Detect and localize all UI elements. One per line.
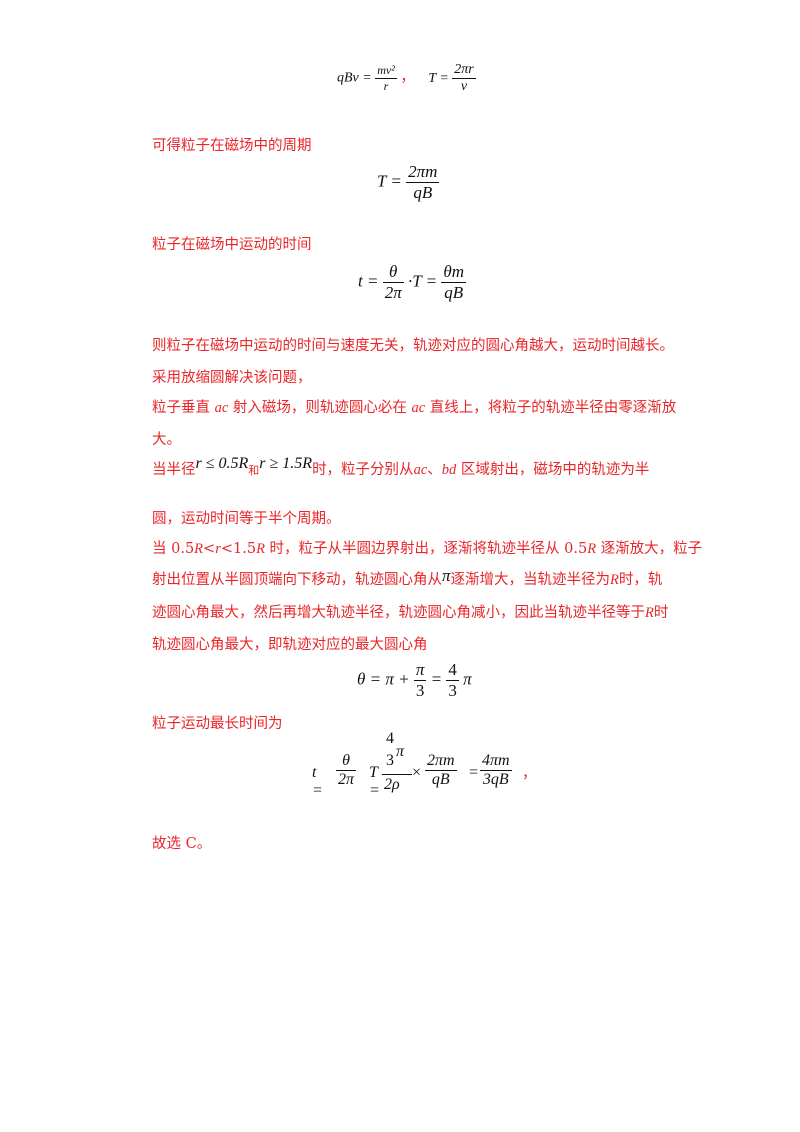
eq4-mid: = [430, 669, 443, 689]
p7-R1: R [194, 541, 204, 557]
eq5-three: 3 [386, 752, 394, 769]
p7-r: r [215, 541, 221, 557]
p6-sep: 、 [427, 462, 442, 478]
eq2-frac: 2πm qB [406, 162, 440, 203]
eq2-num: 2πm [406, 162, 440, 183]
text-period-intro: 可得粒子在磁场中的周期 [152, 138, 312, 154]
eq1-comma: ， [400, 69, 415, 86]
p9-R: R [645, 605, 654, 621]
p7-i: 逐渐放大，粒子 [596, 541, 703, 557]
p6-and: 和 [248, 464, 260, 477]
eq4-frac2: 4 3 [446, 660, 459, 701]
p5-c: 射入磁场，则轨迹圆心必在 [228, 400, 412, 416]
eq3-lhs: t = [358, 271, 379, 291]
eq1-den2: v [460, 79, 468, 94]
p8-e: 时，轨 [618, 572, 663, 588]
p6-ac: ac [413, 462, 428, 478]
text-exit-position: 射出位置从半圆顶端向下移动，轨迹圆心角从π逐渐增大，当轨迹半径为R时，轨 [152, 566, 663, 589]
text-entry: 粒子垂直 ac 射入磁场，则轨迹圆心必在 ac 直线上，将粒子的轨迹半径由零逐渐… [152, 396, 676, 417]
text-max-angle: 迹圆心角最大，然后再增大轨迹半径，轨迹圆心角减小，因此当轨迹半径等于R时 [152, 601, 668, 622]
eq5-lhs: t = [312, 764, 323, 799]
equation-cyclotron: qBv = mv² r ， T = 2πr v [337, 62, 476, 95]
eq3-num1: θ [382, 262, 404, 283]
eq1-frac1: mv² r [375, 63, 397, 94]
eq5-den4: 3qB [482, 771, 509, 788]
eq4-num1: π [413, 660, 427, 681]
p6-bd: bd [441, 462, 457, 478]
p9-a: 迹圆心角最大，然后再增大轨迹半径，轨迹圆心角减小，因此当轨迹半径等于 [152, 605, 645, 621]
text-max-angle-intro: 轨迹圆心角最大，即轨迹对应的最大圆心角 [152, 637, 428, 653]
eq1-frac2: 2πr v [452, 62, 476, 95]
p8-pi: π [442, 566, 451, 585]
eq5-num1: θ [336, 752, 357, 771]
eq3-den2: qB [444, 283, 464, 302]
eq5-num3: 2πm [425, 752, 457, 771]
text-max-time-intro: 粒子运动最长时间为 [152, 716, 283, 732]
p7-lt: < [203, 541, 216, 557]
p6-ineq2: r ≥ 1.5R [259, 455, 313, 472]
p8-a: 射出位置从半圆顶端向下移动，轨迹圆心角从 [152, 572, 442, 588]
eq5-num4: 4πm [480, 752, 512, 771]
eq2-lhs: T = [377, 171, 402, 191]
p5-ac1: ac [214, 400, 229, 416]
p5-e: 直线上，将粒子的轨迹半径由零逐渐放 [425, 400, 677, 416]
text-conclusion: 则粒子在磁场中运动的时间与速度无关，轨迹对应的圆心角越大，运动时间越长。 [152, 338, 674, 354]
p6-ineq1: r ≤ 0.5R [195, 455, 249, 472]
eq5-den1: 2π [338, 771, 355, 788]
eq3-frac2: θm qB [441, 262, 466, 303]
text-method: 采用放缩圆解决该问题， [152, 370, 312, 386]
eq5-times: × [412, 764, 422, 781]
eq3-num2: θm [441, 262, 466, 283]
eq1-t-lhs: T = [428, 70, 449, 86]
eq5-comma: ， [522, 766, 537, 782]
text-radius-cases: 当半径r ≤ 0.5R和r ≥ 1.5R时，粒子分别从ac、bd 区域射出，磁场… [152, 455, 650, 479]
eq5-mid1: T = [369, 764, 380, 799]
eq4-den1: 3 [415, 681, 425, 700]
eq1-num1: mv² [375, 63, 397, 79]
eq3-frac1: θ 2π [382, 262, 404, 303]
eq1-num2: 2πr [452, 62, 476, 79]
eq3-mid: ·T = [407, 271, 438, 291]
text-time-intro: 粒子在磁场中运动的时间 [152, 237, 312, 253]
text-half-period: 圆，运动时间等于半个周期。 [152, 511, 341, 527]
eq5-frac1: θ 2π [336, 752, 357, 789]
eq4-lhs: θ = π + [357, 669, 410, 689]
p7-a: 当 0.5 [152, 541, 195, 557]
p8-R: R [610, 572, 619, 588]
eq5-pi: π [396, 743, 405, 760]
eq4-frac1: π 3 [413, 660, 427, 701]
p8-c: 逐渐增大，当轨迹半径为 [450, 572, 611, 588]
p7-R2: R [256, 541, 265, 557]
eq4-den2: 3 [448, 681, 457, 700]
p7-g: 时，粒子从半圆边界射出，逐渐将轨迹半径从 0.5 [264, 541, 588, 557]
p5-ac2: ac [411, 400, 426, 416]
eq5-fraction-bar [382, 774, 412, 775]
equation-max-angle: θ = π + π 3 = 4 3 π [357, 660, 472, 701]
p7-e: <1.5 [220, 541, 257, 557]
eq5-den2: 2ρ [384, 776, 400, 793]
eq3-den1: 2π [384, 283, 402, 302]
eq1-lhs: qBv = [337, 70, 372, 86]
p7-R3: R [587, 541, 597, 557]
text-answer: 故选 C。 [152, 836, 212, 852]
eq2-den: qB [413, 183, 433, 202]
p5-a: 粒子垂直 [152, 400, 215, 416]
p6-e: 时，粒子分别从 [312, 462, 414, 478]
eq5-den3: qB [431, 771, 450, 788]
eq4-num2: 4 [446, 660, 459, 681]
equation-time: t = θ 2π ·T = θm qB [358, 262, 466, 303]
eq5-frac4: 4πm 3qB [480, 752, 512, 789]
eq5-frac3: 2πm qB [425, 752, 457, 789]
p6-a: 当半径 [152, 462, 196, 478]
p9-c: 时 [653, 605, 669, 621]
equation-period: T = 2πm qB [377, 162, 440, 203]
text-entry-cont: 大。 [152, 432, 181, 448]
eq5-four: 4 [386, 730, 394, 747]
p6-i: 区域射出，磁场中的轨迹为半 [456, 462, 650, 478]
eq5-eq: = [469, 764, 479, 781]
text-mid-case: 当 0.5R<r<1.5R 时，粒子从半圆边界射出，逐渐将轨迹半径从 0.5R … [152, 537, 702, 558]
eq4-tail: π [463, 669, 472, 689]
eq1-den1: r [383, 79, 389, 93]
